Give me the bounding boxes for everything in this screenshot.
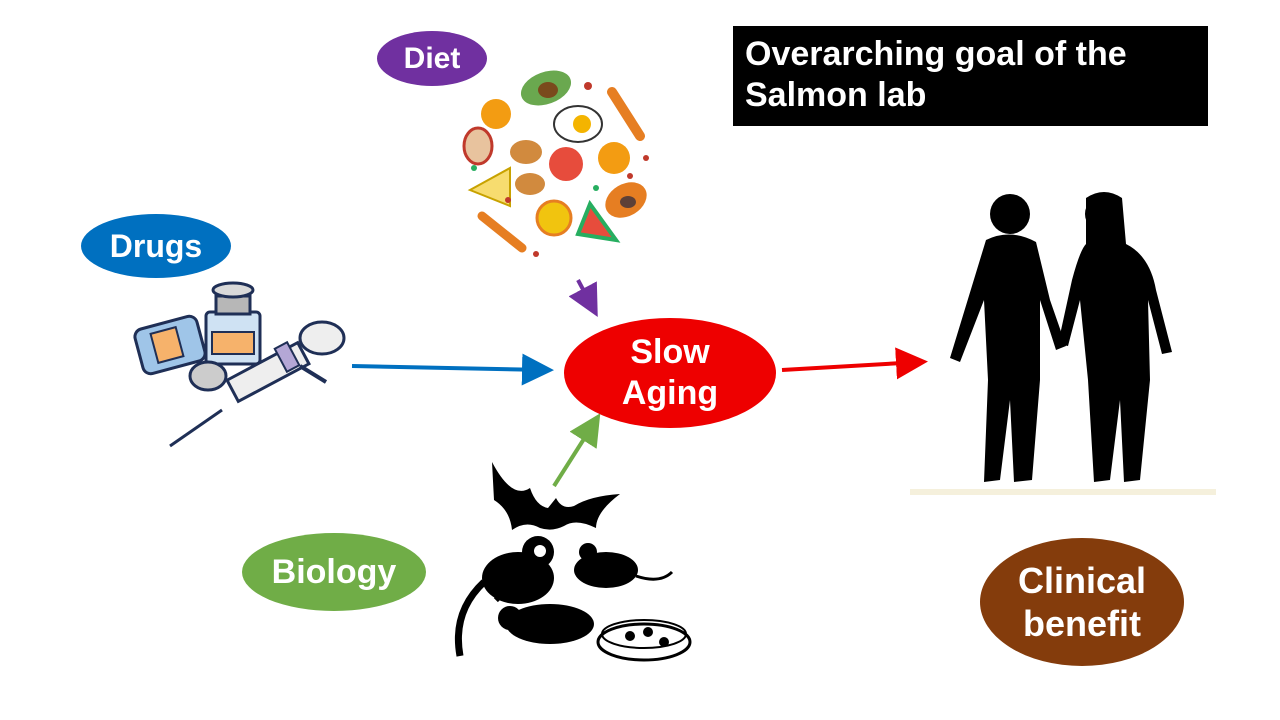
clinical-benefit-node: Clinical benefit: [980, 538, 1184, 666]
mouse-icon: [574, 543, 674, 588]
page-title: Overarching goal of the Salmon lab: [733, 26, 1208, 126]
outcome-arrow: [781, 347, 928, 380]
clinical-benefit-line1: Clinical: [1017, 559, 1147, 601]
title-text: Overarching goal of the Salmon lab: [745, 35, 1127, 115]
slow-aging-line1: Slow: [630, 333, 710, 372]
slow-aging-line2: Aging: [621, 374, 719, 412]
drugs-label: Drugs: [81, 214, 231, 278]
petri-dish-icon: [596, 619, 692, 662]
slow-aging-node: Slow Aging: [564, 318, 776, 428]
monkey-icon: [454, 536, 554, 657]
naked-mole-rat-icon: [498, 604, 594, 644]
drugs-arrow: [351, 353, 554, 386]
medicine-vials-syringe-icon: [133, 281, 346, 448]
biology-arrow: [552, 413, 601, 488]
food-collage-icon: [462, 70, 649, 257]
diet-label-text: Diet: [403, 41, 461, 75]
diet-arrow: [568, 279, 598, 318]
diet-label: Diet: [377, 31, 487, 86]
clinical-benefit-line2: benefit: [1022, 603, 1141, 644]
couple-walking-silhouette-icon: [910, 192, 1216, 495]
drugs-label-text: Drugs: [109, 227, 203, 264]
biology-label-text: Biology: [271, 552, 397, 591]
bat-icon: [492, 462, 620, 530]
biology-label: Biology: [242, 533, 426, 611]
